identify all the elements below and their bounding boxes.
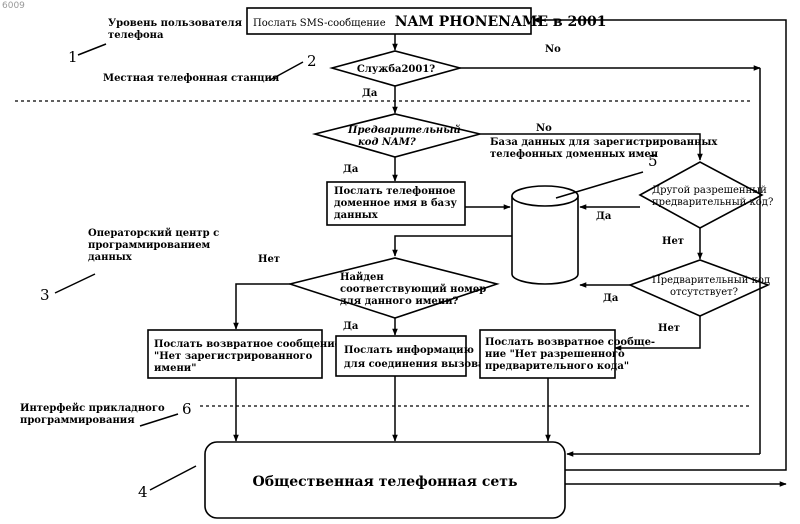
level-label-1: Уровень пользователя телефона 1 <box>68 18 243 66</box>
label-other-no: Нет <box>662 236 684 247</box>
svg-text:Найден: Найден <box>340 272 384 283</box>
label-service-no: No <box>545 44 561 55</box>
level-label-3: Операторский центр с программированием д… <box>40 228 219 304</box>
svg-text:соответствующий номер: соответствующий номер <box>340 284 486 295</box>
svg-text:для данного имени?: для данного имени? <box>340 296 459 307</box>
svg-text:Послать телефонное: Послать телефонное <box>334 186 456 197</box>
send-info-box: Послать информацию для соединения вызова <box>336 336 485 376</box>
svg-text:Операторский центр с: Операторский центр с <box>88 228 219 239</box>
svg-text:"Нет зарегистрированного: "Нет зарегистрированного <box>154 351 313 362</box>
label-other-yes: Да <box>596 211 612 222</box>
label-found-no: Нет <box>258 254 280 265</box>
svg-text:Общественная телефонная сеть: Общественная телефонная сеть <box>253 474 518 490</box>
svg-text:код NAM?: код NAM? <box>358 137 416 148</box>
level-number-2: 2 <box>307 52 317 70</box>
send-sms-prefix: Послать SMS-сообщение <box>253 18 386 29</box>
svg-text:Предварительный код: Предварительный код <box>652 275 770 286</box>
svg-text:Служба2001?: Служба2001? <box>357 64 435 75</box>
send-sms-box: Послать SMS-сообщение NAM PHONENAME в 20… <box>247 8 606 34</box>
svg-text:Уровень пользователя: Уровень пользователя <box>108 18 243 29</box>
level-number-1: 1 <box>68 48 78 66</box>
other-prefix-diamond: Другой разрешенный предварительный код? <box>640 162 773 228</box>
database-number: 5 <box>648 152 658 170</box>
no-prefix-box: Послать возвратное сообще- ние "Нет разр… <box>480 330 655 378</box>
svg-text:отсутствует?: отсутствует? <box>670 287 738 298</box>
corner-code: 6009 <box>2 1 25 11</box>
svg-text:Интерфейс прикладного: Интерфейс прикладного <box>20 403 165 414</box>
svg-text:ние "Нет разрешенного: ние "Нет разрешенного <box>485 349 625 360</box>
svg-text:программированием: программированием <box>88 240 211 251</box>
found-number-diamond: Найден соответствующий номер для данного… <box>290 258 497 318</box>
prefix-absent-diamond: Предварительный код отсутствует? <box>630 260 770 316</box>
public-network-box: Общественная телефонная сеть <box>205 442 565 518</box>
arrow-found-no <box>236 284 290 329</box>
label-prefix-yes: Да <box>343 164 359 175</box>
svg-text:предварительный код?: предварительный код? <box>652 197 773 208</box>
svg-text:для соединения вызова: для соединения вызова <box>344 359 485 370</box>
level-number-3: 3 <box>40 286 50 304</box>
svg-text:предварительного кода": предварительного кода" <box>485 361 629 372</box>
level-number-6: 6 <box>182 400 192 418</box>
svg-text:доменное имя в базу: доменное имя в базу <box>334 198 457 209</box>
level-number-4: 4 <box>138 483 148 501</box>
prefix-code-diamond: Предварительный код NAM? <box>315 114 480 157</box>
service-2001-diamond: Служба2001? <box>332 51 460 86</box>
level-label-6: Интерфейс прикладного программирования 6 <box>20 400 192 426</box>
svg-text:Послать информацию: Послать информацию <box>344 345 474 356</box>
label-absent-no: Нет <box>658 323 680 334</box>
label-service-yes: Да <box>362 88 378 99</box>
send-sms-main: NAM PHONENAME в 2001 <box>395 14 607 30</box>
level-label-2: Местная телефонная станция 2 <box>103 52 317 84</box>
database-cylinder <box>512 186 578 284</box>
label-absent-yes: Да <box>603 293 619 304</box>
svg-text:Послать возвратное сообще-: Послать возвратное сообще- <box>485 337 655 348</box>
label-found-yes: Да <box>343 321 359 332</box>
svg-text:Местная телефонная станция: Местная телефонная станция <box>103 73 280 84</box>
svg-text:данных: данных <box>334 210 379 221</box>
svg-text:Предварительный: Предварительный <box>347 125 461 136</box>
svg-text:телефона: телефона <box>108 30 164 41</box>
svg-text:Другой разрешенный: Другой разрешенный <box>652 185 767 196</box>
svg-text:программирования: программирования <box>20 415 135 426</box>
arrow-db-to-found <box>395 236 512 256</box>
svg-text:данных: данных <box>88 252 133 263</box>
label-prefix-no: No <box>536 123 552 134</box>
svg-text:Послать возвратное сообщение: Послать возвратное сообщение <box>154 339 341 350</box>
no-name-box: Послать возвратное сообщение "Нет зареги… <box>148 330 341 378</box>
level-label-4: 4 <box>138 466 196 501</box>
svg-text:имени": имени" <box>154 363 196 374</box>
svg-text:телефонных доменных имен: телефонных доменных имен <box>490 149 658 160</box>
svg-text:База данных для зарегистрирова: База данных для зарегистрированных <box>490 137 718 148</box>
send-name-box: Послать телефонное доменное имя в базу д… <box>327 182 465 225</box>
